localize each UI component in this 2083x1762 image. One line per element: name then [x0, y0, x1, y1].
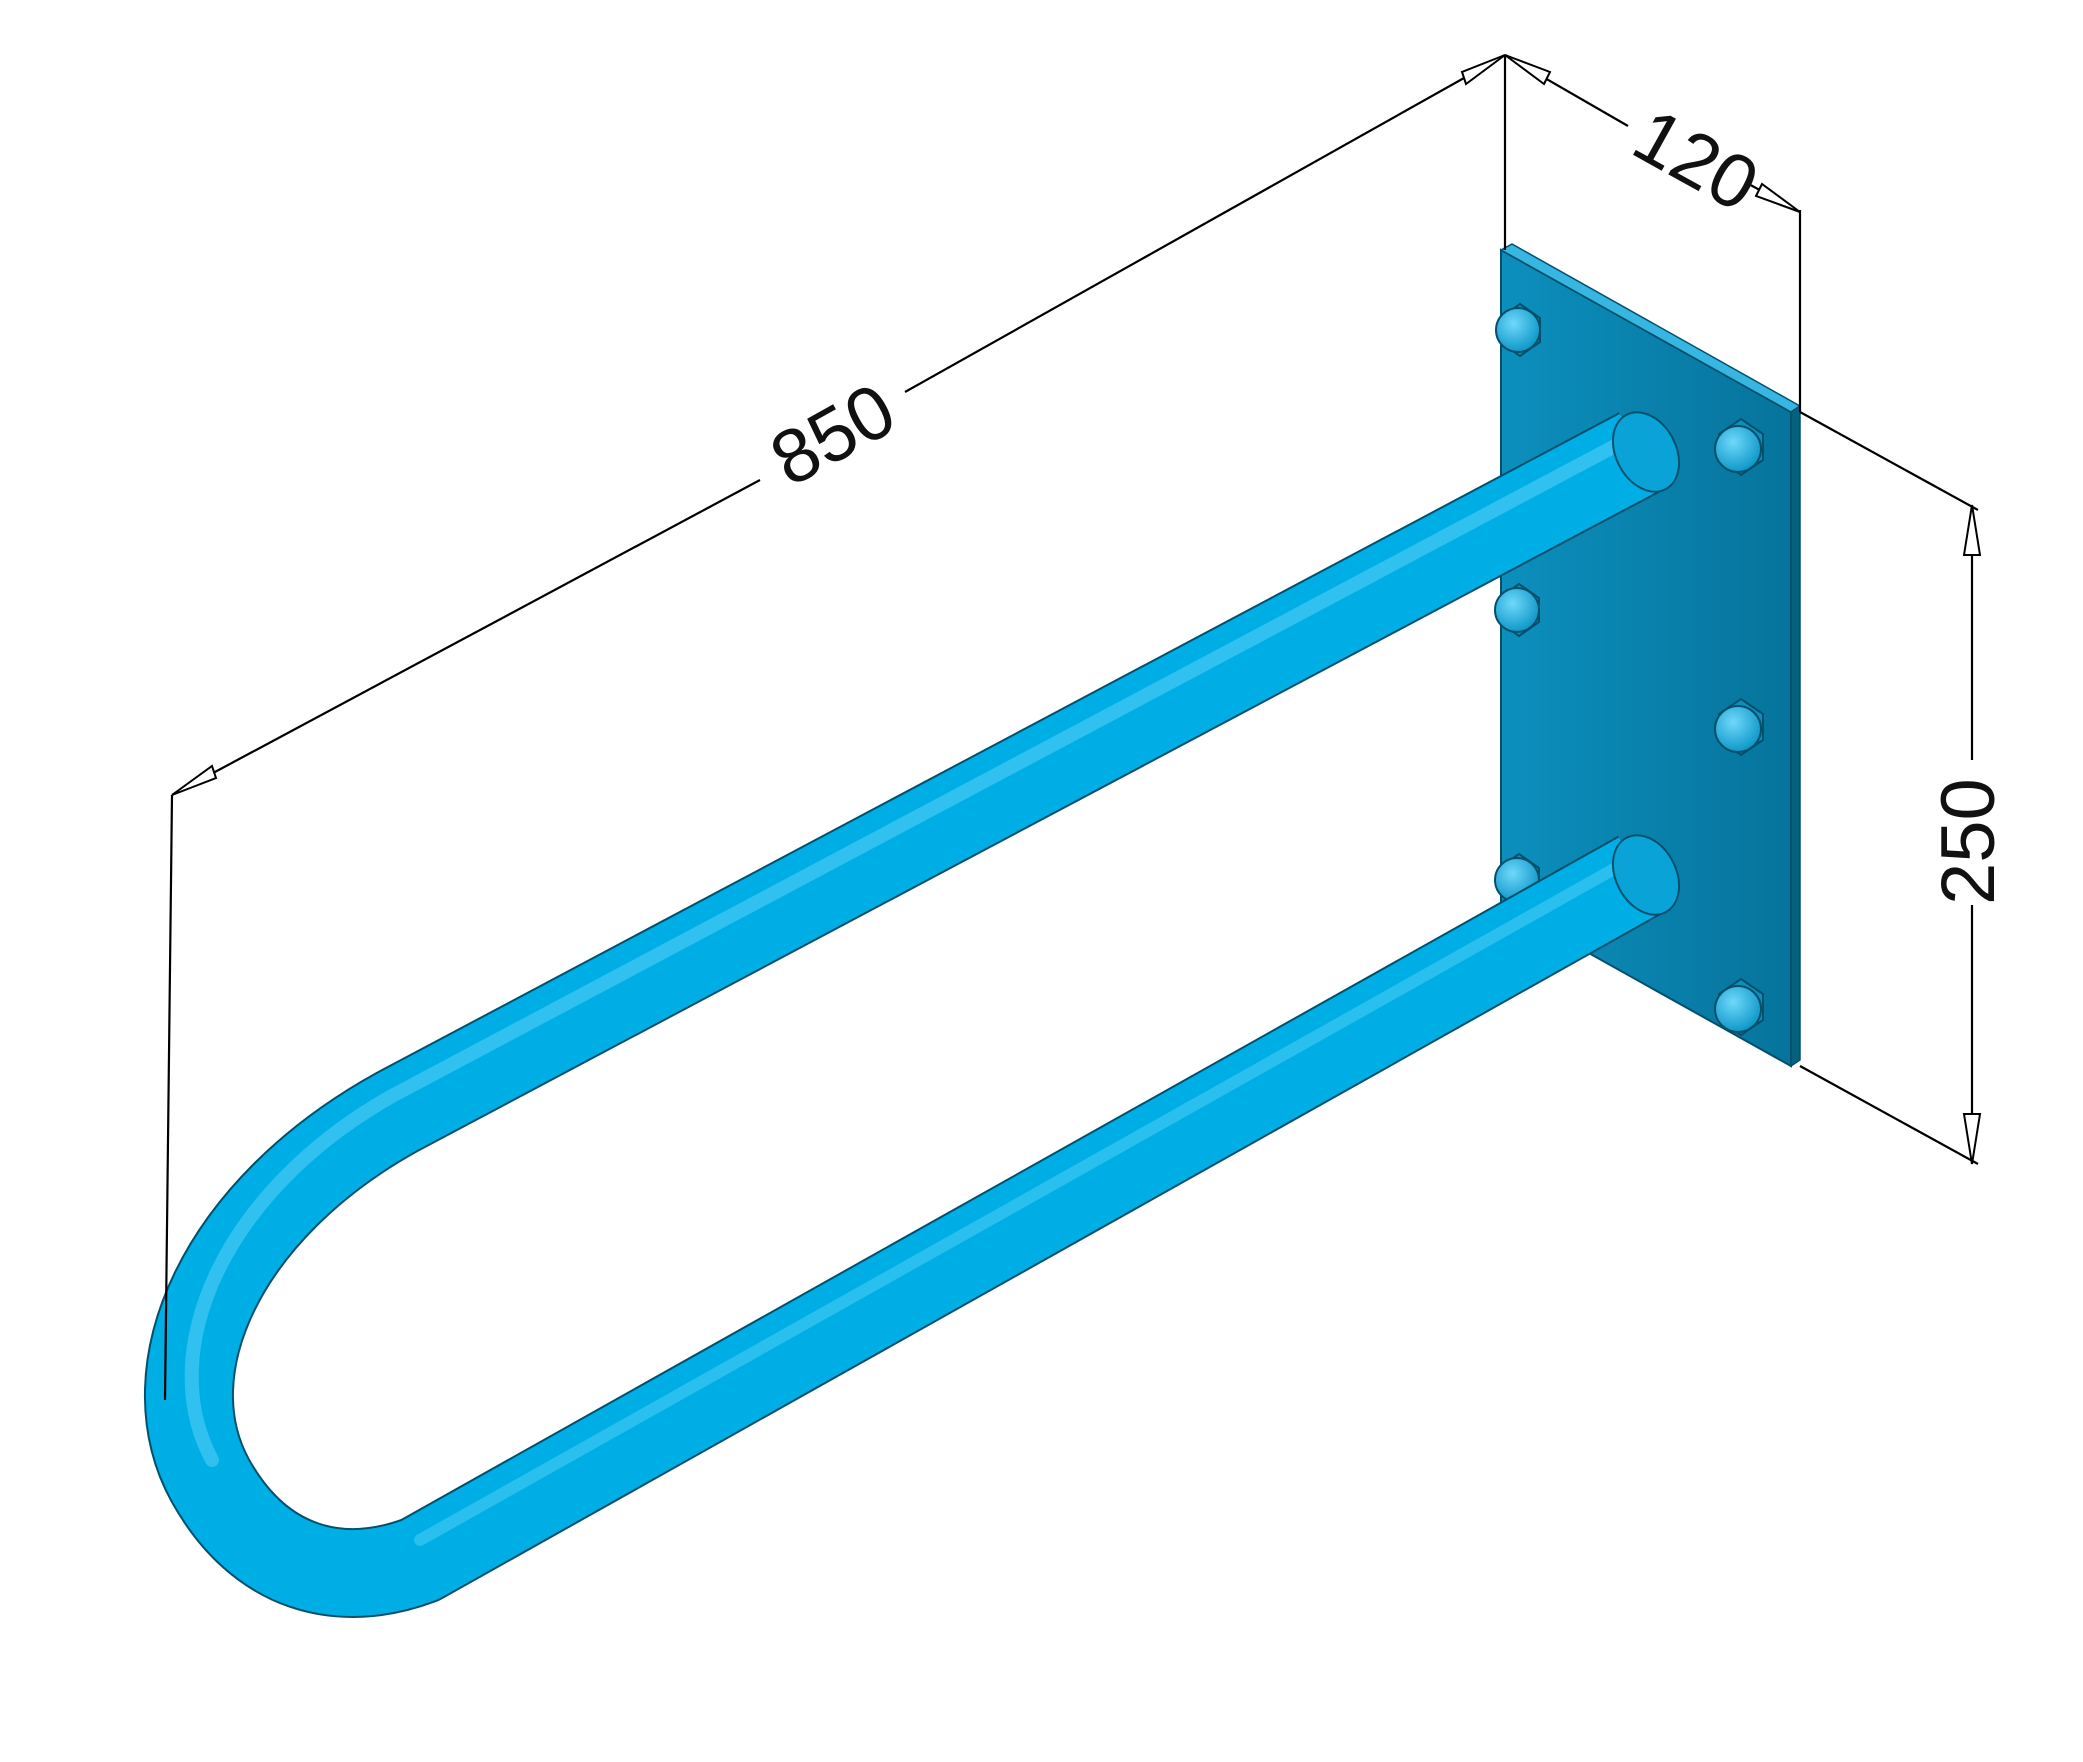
arrowhead	[1962, 504, 1982, 556]
tube-highlight-lower	[414, 854, 1636, 1546]
arrowhead	[1754, 182, 1801, 213]
acorn-nut-icon	[1494, 582, 1540, 638]
nut-group	[1494, 302, 1764, 1037]
upper-tube-end	[1611, 411, 1681, 493]
u-tube	[144, 411, 1681, 1618]
arrowhead	[1962, 1113, 1982, 1165]
arrowhead	[171, 764, 218, 796]
acorn-nut-icon	[1714, 697, 1764, 757]
arrowhead	[1504, 54, 1552, 86]
lower-tube-end	[1611, 834, 1681, 916]
dimension-250-label: 250	[1926, 778, 2011, 905]
dimension-tube-spacing: 250	[1799, 411, 2011, 1165]
acorn-nut-icon	[1714, 977, 1764, 1037]
plate-side	[1790, 404, 1801, 1068]
tube-highlight	[184, 431, 1637, 1467]
acorn-nut-icon	[1714, 417, 1764, 477]
tube-body	[146, 414, 1662, 1616]
acorn-nut-icon	[1495, 302, 1541, 358]
arrowhead	[1460, 54, 1506, 86]
